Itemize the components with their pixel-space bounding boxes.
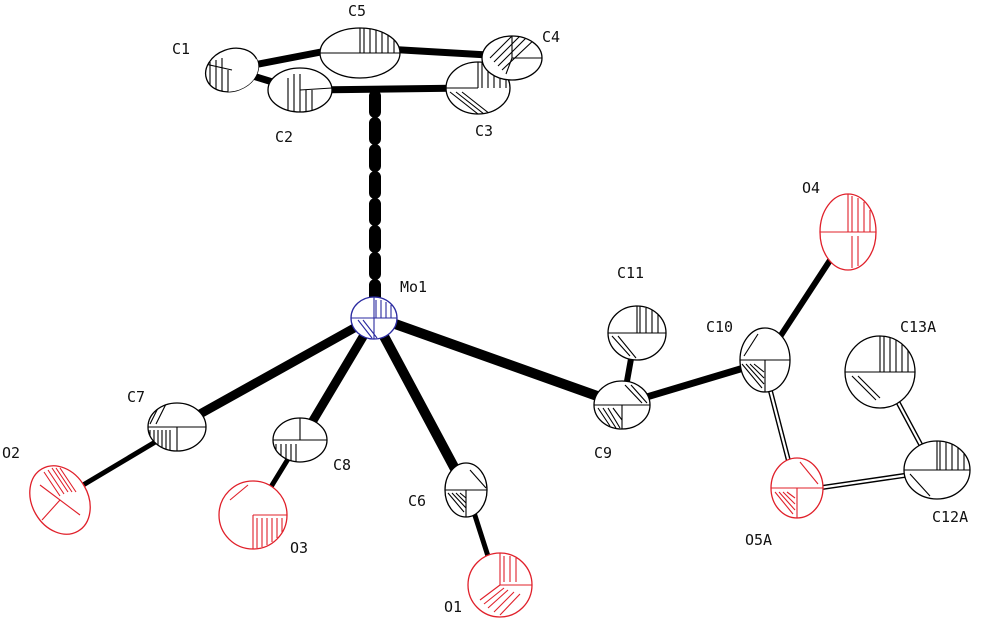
- atom-c2: [267, 67, 333, 113]
- atom-c12a: [903, 440, 971, 500]
- atom-c8: [272, 417, 328, 463]
- labels-layer: C1 C2 C3 C4 C5 Mo1 C6 C7 C8 C9 C10 C11 C…: [2, 2, 968, 616]
- bond-mo1-c8: [300, 320, 375, 439]
- label-c6: C6: [408, 492, 426, 510]
- label-c7: C7: [127, 388, 145, 406]
- bond-mo1-c9: [379, 315, 619, 407]
- label-c13a: C13A: [900, 318, 936, 336]
- label-c10: C10: [706, 318, 733, 336]
- atom-o3: [218, 480, 288, 550]
- atom-c4: [481, 35, 543, 81]
- label-c12a: C12A: [932, 508, 968, 526]
- atom-o5a: [770, 457, 824, 519]
- label-c8: C8: [333, 456, 351, 474]
- bond-c9-c10: [626, 360, 761, 406]
- label-c11: C11: [617, 264, 644, 282]
- label-o5a: O5A: [745, 531, 772, 549]
- atom-c1: [204, 47, 262, 94]
- label-c5: C5: [348, 2, 366, 20]
- atom-c6: [444, 462, 488, 518]
- atoms-layer: [29, 27, 971, 618]
- label-o3: O3: [290, 539, 308, 557]
- label-c2: C2: [275, 128, 293, 146]
- label-mo1: Mo1: [400, 278, 427, 296]
- atom-c9: [593, 380, 651, 430]
- bond-mo1-c7: [177, 317, 370, 429]
- atom-o4: [819, 193, 877, 271]
- label-o1: O1: [444, 598, 462, 616]
- atom-c11: [607, 305, 667, 361]
- bond-c3-c2: [306, 84, 474, 94]
- atom-o1: [467, 552, 533, 618]
- label-c4: C4: [542, 28, 560, 46]
- label-c1: C1: [172, 40, 190, 58]
- atom-c7: [147, 402, 207, 452]
- bond-mo1-c6: [373, 320, 467, 487]
- label-c3: C3: [475, 122, 493, 140]
- label-o4: O4: [802, 179, 820, 197]
- atom-c10: [739, 327, 791, 393]
- atom-o2: [29, 465, 91, 535]
- atom-c5: [319, 27, 401, 79]
- bond-c10-o4: [767, 242, 843, 355]
- atom-c13a: [844, 335, 916, 409]
- label-o2: O2: [2, 444, 20, 462]
- label-c9: C9: [594, 444, 612, 462]
- atom-mo1: [350, 296, 398, 340]
